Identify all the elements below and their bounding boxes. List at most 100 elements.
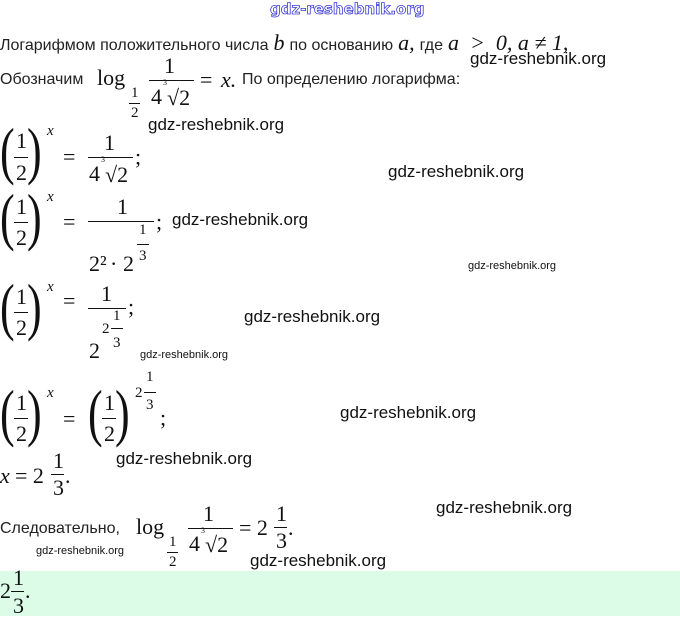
rparen: ) — [115, 377, 130, 449]
base-den: 2 — [169, 554, 177, 570]
num: 1 — [117, 194, 128, 219]
log: log — [136, 514, 165, 539]
rparen: ) — [27, 271, 42, 343]
root-index: 3 — [101, 155, 105, 164]
den-4: 4 — [189, 531, 200, 556]
exp-num: 1 — [113, 308, 121, 324]
answer-num: 1 — [13, 565, 24, 590]
num: 1 — [101, 281, 112, 306]
text: Логарифмом положительного числа — [0, 37, 269, 54]
lparen: ( — [88, 377, 103, 449]
watermark: gdz-reshebnik.org — [140, 349, 229, 361]
answer-den: 3 — [13, 593, 24, 618]
var-a: a, — [398, 30, 415, 55]
eq: = — [63, 144, 76, 169]
exp-num: 1 — [139, 222, 147, 238]
exp-x: x — [47, 385, 54, 401]
eq: = — [200, 67, 213, 92]
lparen: ( — [0, 271, 15, 343]
cdot: · — [110, 251, 118, 276]
intro-line: Логарифмом положительного числа b по осн… — [0, 32, 568, 54]
watermark: gdz-reshebnik.org — [470, 49, 607, 68]
exp-x: x — [47, 279, 54, 295]
text: Обозначим — [0, 71, 84, 88]
den-4: 4 — [151, 84, 162, 109]
exp-den: 3 — [113, 335, 121, 351]
base-num: 1 — [169, 534, 177, 550]
den: 2 — [16, 421, 27, 446]
den: 2 — [16, 160, 27, 185]
eq-2: = 2 — [15, 463, 44, 488]
semi: ; — [156, 209, 163, 234]
num: 1 — [203, 501, 214, 526]
text: По определению логарифма: — [242, 71, 461, 88]
den: 3 — [53, 475, 64, 500]
num: 1 — [16, 284, 27, 309]
eq: = — [63, 288, 76, 313]
watermark: gdz-reshebnik.org — [468, 260, 557, 272]
sqrt: √2 — [205, 532, 229, 557]
den-2sq: 2² — [89, 251, 107, 276]
answer-dot: . — [25, 578, 31, 603]
num: 1 — [104, 390, 115, 415]
rparen: ) — [27, 181, 42, 253]
watermark-top: gdz-reshebnik.org — [270, 0, 425, 18]
watermark: gdz-reshebnik.org — [148, 115, 285, 134]
root-index: 3 — [163, 78, 167, 87]
sqrt: √2 — [105, 162, 129, 187]
num: 1 — [164, 53, 175, 78]
num: 1 — [53, 448, 64, 473]
answer-box: 2 1 3 . — [0, 567, 680, 618]
lparen: ( — [0, 181, 15, 253]
watermark: gdz-reshebnik.org — [244, 307, 381, 326]
eq: = — [63, 406, 76, 431]
exp-whole: 2 — [135, 385, 143, 401]
num: 1 — [104, 130, 115, 155]
den: 2 — [16, 315, 27, 340]
den-2: 2 — [89, 338, 100, 363]
watermark: gdz-reshebnik.org — [340, 403, 477, 422]
exp-whole: 2 — [102, 321, 110, 337]
exp-x: x — [47, 123, 54, 139]
watermark: gdz-reshebnik.org — [250, 551, 387, 570]
watermark: gdz-reshebnik.org — [172, 210, 309, 229]
den: 2 — [104, 421, 115, 446]
watermark: gdz-reshebnik.org — [36, 545, 125, 557]
text: где — [419, 37, 443, 54]
sqrt: √2 — [167, 85, 191, 110]
base-num: 1 — [131, 85, 139, 101]
text: Следовательно, — [0, 520, 120, 537]
num: 1 — [16, 128, 27, 153]
exp-den: 3 — [146, 397, 154, 413]
den-4: 4 — [89, 161, 100, 186]
semi: ; — [160, 405, 167, 430]
exp-num: 1 — [146, 369, 154, 385]
num: 1 — [276, 501, 287, 526]
log: log — [97, 65, 126, 90]
lparen: ( — [0, 115, 15, 187]
rparen: ) — [27, 377, 42, 449]
exp-x: x — [47, 189, 54, 205]
num: 1 — [16, 390, 27, 415]
base-den: 2 — [131, 105, 139, 121]
text: по основанию — [289, 37, 394, 54]
eq-2: = 2 — [239, 515, 268, 540]
semi: ; — [128, 294, 135, 319]
var-x: x. — [221, 67, 237, 92]
semi: ; — [135, 144, 142, 169]
den: 3 — [276, 528, 287, 553]
den: 2 — [16, 225, 27, 250]
lparen: ( — [0, 377, 15, 449]
den-2: 2 — [123, 251, 134, 276]
var-x: x — [0, 463, 10, 488]
exp-den: 3 — [139, 248, 147, 264]
watermark: gdz-reshebnik.org — [436, 498, 573, 517]
condition: a > 0, a ≠ 1, — [447, 30, 569, 55]
var-b: b — [273, 30, 285, 55]
rparen: ) — [27, 115, 42, 187]
watermark: gdz-reshebnik.org — [388, 162, 525, 181]
answer-whole: 2 — [0, 578, 11, 603]
root-index: 3 — [201, 526, 205, 535]
dot: . — [288, 515, 294, 540]
num: 1 — [16, 194, 27, 219]
